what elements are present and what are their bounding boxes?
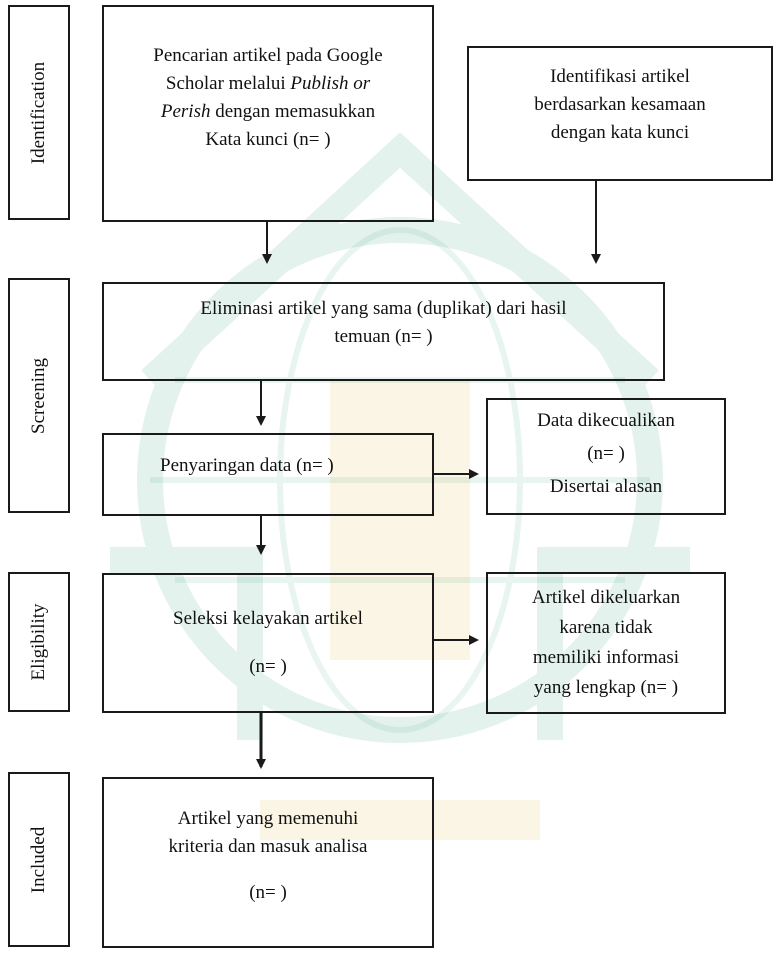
- search-line-4: Kata kunci (n= ): [205, 129, 331, 150]
- search-box: [102, 5, 434, 222]
- keyword-identification-box: [467, 46, 773, 181]
- eligibility-selection-box: [102, 573, 434, 713]
- keyword-line-3: dengan kata kunci: [550, 122, 690, 143]
- screening-data-box: [102, 433, 434, 516]
- eligibility-line-1: Seleksi kelayakan artikel: [173, 608, 363, 629]
- search-line-1: Pencarian artikel pada Google: [153, 45, 383, 66]
- elimination-line-2: temuan (n= ): [334, 326, 433, 347]
- eligibility-line-2: (n= ): [249, 656, 287, 677]
- removed-line-4: yang lengkap (n= ): [533, 677, 679, 698]
- included-line-1: Artikel yang memenuhi: [177, 808, 359, 829]
- screening-data-text: Penyaringan data (n= ): [102, 452, 434, 480]
- keyword-identification-text: Identifikasi artikel berdasarkan kesamaa…: [467, 63, 773, 147]
- removed-line-3: memiliki informasi: [532, 647, 680, 668]
- removed-text: Artikel dikeluarkan karena tidak memilik…: [486, 583, 726, 703]
- included-articles-box: [102, 777, 434, 948]
- included-articles-text: Artikel yang memenuhi kriteria dan masuk…: [102, 805, 434, 907]
- stage-eligibility: Eligibility: [8, 572, 70, 712]
- elimination-box: [102, 282, 665, 381]
- keyword-line-2: berdasarkan kesamaan: [534, 94, 706, 115]
- elimination-text: Eliminasi artikel yang sama (duplikat) d…: [102, 295, 665, 351]
- removed-line-1: Artikel dikeluarkan: [531, 587, 681, 608]
- removed-line-2: karena tidak: [559, 617, 653, 638]
- stage-identification: Identification: [8, 5, 70, 220]
- stage-screening: Screening: [8, 278, 70, 513]
- eligibility-selection-text: Seleksi kelayakan artikel (n= ): [102, 595, 434, 691]
- elimination-line-1: Eliminasi artikel yang sama (duplikat) d…: [200, 298, 567, 319]
- keyword-line-1: Identifikasi artikel: [550, 66, 690, 87]
- search-box-text: Pencarian artikel pada Google Scholar me…: [102, 42, 434, 154]
- excluded-line-1: Data dikecualikan: [537, 410, 675, 431]
- search-line-3: Perish dengan memasukkan: [160, 101, 376, 122]
- stage-screening-label: Screening: [28, 357, 49, 434]
- excluded-box: [486, 398, 726, 515]
- stage-included: Included: [8, 772, 70, 947]
- screening-data-line-1: Penyaringan data (n= ): [160, 455, 334, 476]
- stage-eligibility-label: Eligibility: [28, 603, 49, 681]
- included-line-3: (n= ): [249, 882, 287, 903]
- excluded-line-2: (n= ): [587, 443, 625, 464]
- excluded-line-3: Disertai alasan: [549, 476, 663, 497]
- search-line-2: Scholar melalui Publish or: [165, 73, 371, 94]
- included-line-2: kriteria dan masuk analisa: [168, 836, 368, 857]
- excluded-text: Data dikecualikan (n= ) Disertai alasan: [486, 404, 726, 503]
- stage-included-label: Included: [28, 826, 49, 893]
- removed-box: [486, 572, 726, 714]
- stage-identification-label: Identification: [28, 61, 49, 164]
